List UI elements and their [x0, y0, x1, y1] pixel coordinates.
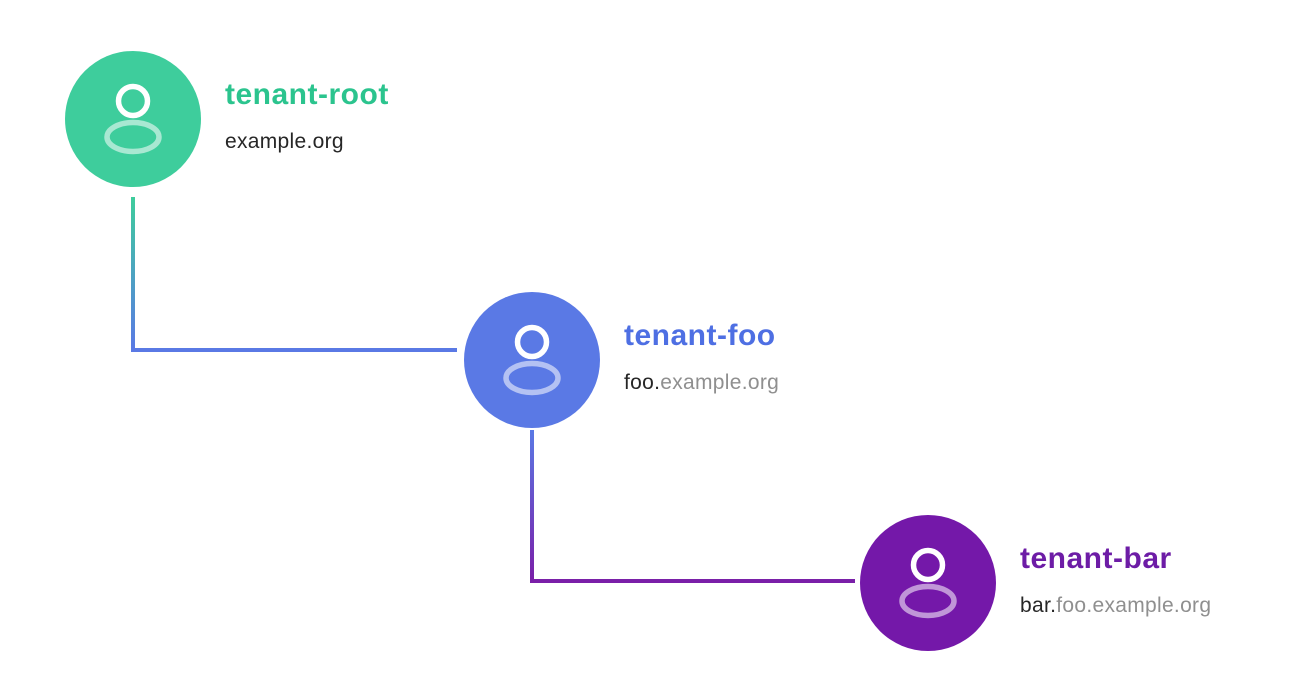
tenant-foo-avatar: [464, 292, 600, 428]
user-icon: [503, 324, 561, 396]
connector-foo-to-bar: [530, 430, 855, 583]
node-tenant-foo: tenant-foo foo.example.org: [464, 292, 779, 428]
tenant-root-labels: tenant-root example.org: [225, 51, 389, 155]
domain-suffix: foo.example.org: [1056, 594, 1212, 617]
tenant-root-avatar: [65, 51, 201, 187]
tenant-bar-avatar: [860, 515, 996, 651]
tenant-domain-label: foo.example.org: [624, 370, 779, 396]
domain-prefix: example.org: [225, 130, 344, 153]
domain-prefix: foo.: [624, 371, 661, 394]
tenant-bar-labels: tenant-bar bar.foo.example.org: [1020, 515, 1211, 619]
tenant-domain-label: example.org: [225, 129, 389, 155]
node-tenant-bar: tenant-bar bar.foo.example.org: [860, 515, 1211, 651]
domain-suffix: example.org: [660, 371, 780, 394]
tenant-name-label: tenant-bar: [1020, 542, 1172, 575]
connector-root-to-foo: [131, 197, 457, 352]
tenant-name-label: tenant-root: [225, 78, 389, 111]
tenant-foo-labels: tenant-foo foo.example.org: [624, 292, 779, 396]
node-tenant-root: tenant-root example.org: [65, 51, 389, 187]
tenant-domain-label: bar.foo.example.org: [1020, 593, 1211, 619]
tenant-name-label: tenant-foo: [624, 319, 776, 352]
domain-prefix: bar.: [1020, 594, 1057, 617]
user-icon: [899, 547, 957, 619]
user-icon: [104, 83, 162, 155]
